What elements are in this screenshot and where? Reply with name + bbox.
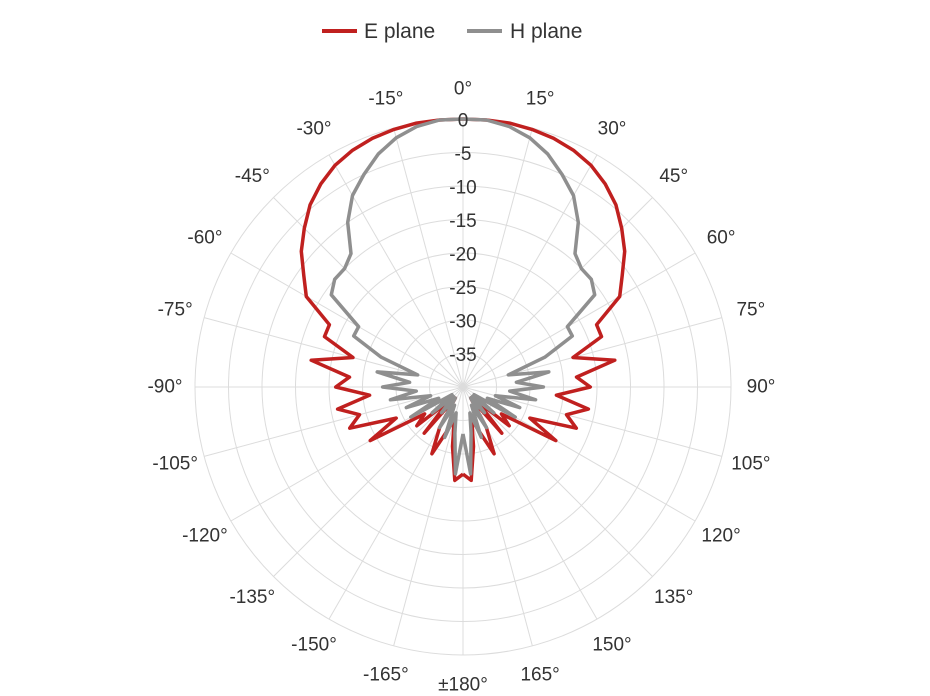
grid-ring-5 xyxy=(362,286,564,488)
radial-tick-label-7: -35 xyxy=(449,345,476,366)
angle-tick-label-7: 105° xyxy=(731,454,770,475)
radial-tick-label-1: -5 xyxy=(455,144,472,165)
radial-tick-label-6: -30 xyxy=(449,312,476,333)
angle-tick-label-1: 15° xyxy=(526,89,555,110)
radial-tick-label-0: 0 xyxy=(458,111,469,132)
radial-tick-label-5: -25 xyxy=(449,278,476,299)
radial-tick-label-3: -15 xyxy=(449,211,476,232)
angle-tick-label-4: 60° xyxy=(707,228,736,249)
angle-tick-label-16: -120° xyxy=(182,526,228,547)
chart-legend: E plane H plane xyxy=(322,20,582,43)
angle-tick-label-3: 45° xyxy=(659,166,688,187)
grid-ring-1 xyxy=(228,152,698,622)
angle-tick-label-19: -75° xyxy=(158,299,193,320)
grid-ring-3 xyxy=(295,219,631,555)
angle-tick-label-21: -45° xyxy=(235,166,270,187)
legend-label-e-plane: E plane xyxy=(364,20,435,43)
angle-tick-label-6: 90° xyxy=(747,377,776,398)
angle-tick-label-5: 75° xyxy=(736,299,765,320)
angle-tick-label-17: -105° xyxy=(152,454,198,475)
angle-tick-label-20: -60° xyxy=(187,228,222,249)
series-line-h-plane xyxy=(329,117,597,476)
grid-ring-7 xyxy=(429,353,497,421)
angle-tick-label-2: 30° xyxy=(598,118,627,139)
angle-tick-label-23: -15° xyxy=(368,89,403,110)
angle-tick-label-0: 0° xyxy=(454,79,472,100)
angle-tick-labels: 0° 15° 30° 45° 60° 75° 90° 105° 120° 135° 150° 165°… xyxy=(147,79,775,696)
angle-tick-label-11: 165° xyxy=(520,664,559,685)
angle-tick-label-12: ±180° xyxy=(438,675,488,696)
angle-tick-label-10: 150° xyxy=(592,635,631,656)
angle-tick-label-22: -30° xyxy=(296,118,331,139)
radial-tick-label-2: -10 xyxy=(449,178,476,199)
data-series xyxy=(299,117,627,483)
angle-tick-label-15: -135° xyxy=(229,587,275,608)
angle-tick-label-14: -150° xyxy=(291,635,337,656)
radial-tick-labels: 0 -5 -10 -15 -20 -25 -30 -35 xyxy=(449,111,476,367)
legend-label-h-plane: H plane xyxy=(510,20,582,43)
polar-grid xyxy=(194,118,732,656)
radial-tick-label-4: -20 xyxy=(449,245,476,266)
grid-ring-2 xyxy=(261,185,665,589)
angle-tick-label-8: 120° xyxy=(701,526,740,547)
angle-tick-label-13: -165° xyxy=(363,664,409,685)
angle-tick-label-9: 135° xyxy=(654,587,693,608)
angle-tick-label-18: -90° xyxy=(147,377,182,398)
grid-ring-4 xyxy=(328,252,598,522)
